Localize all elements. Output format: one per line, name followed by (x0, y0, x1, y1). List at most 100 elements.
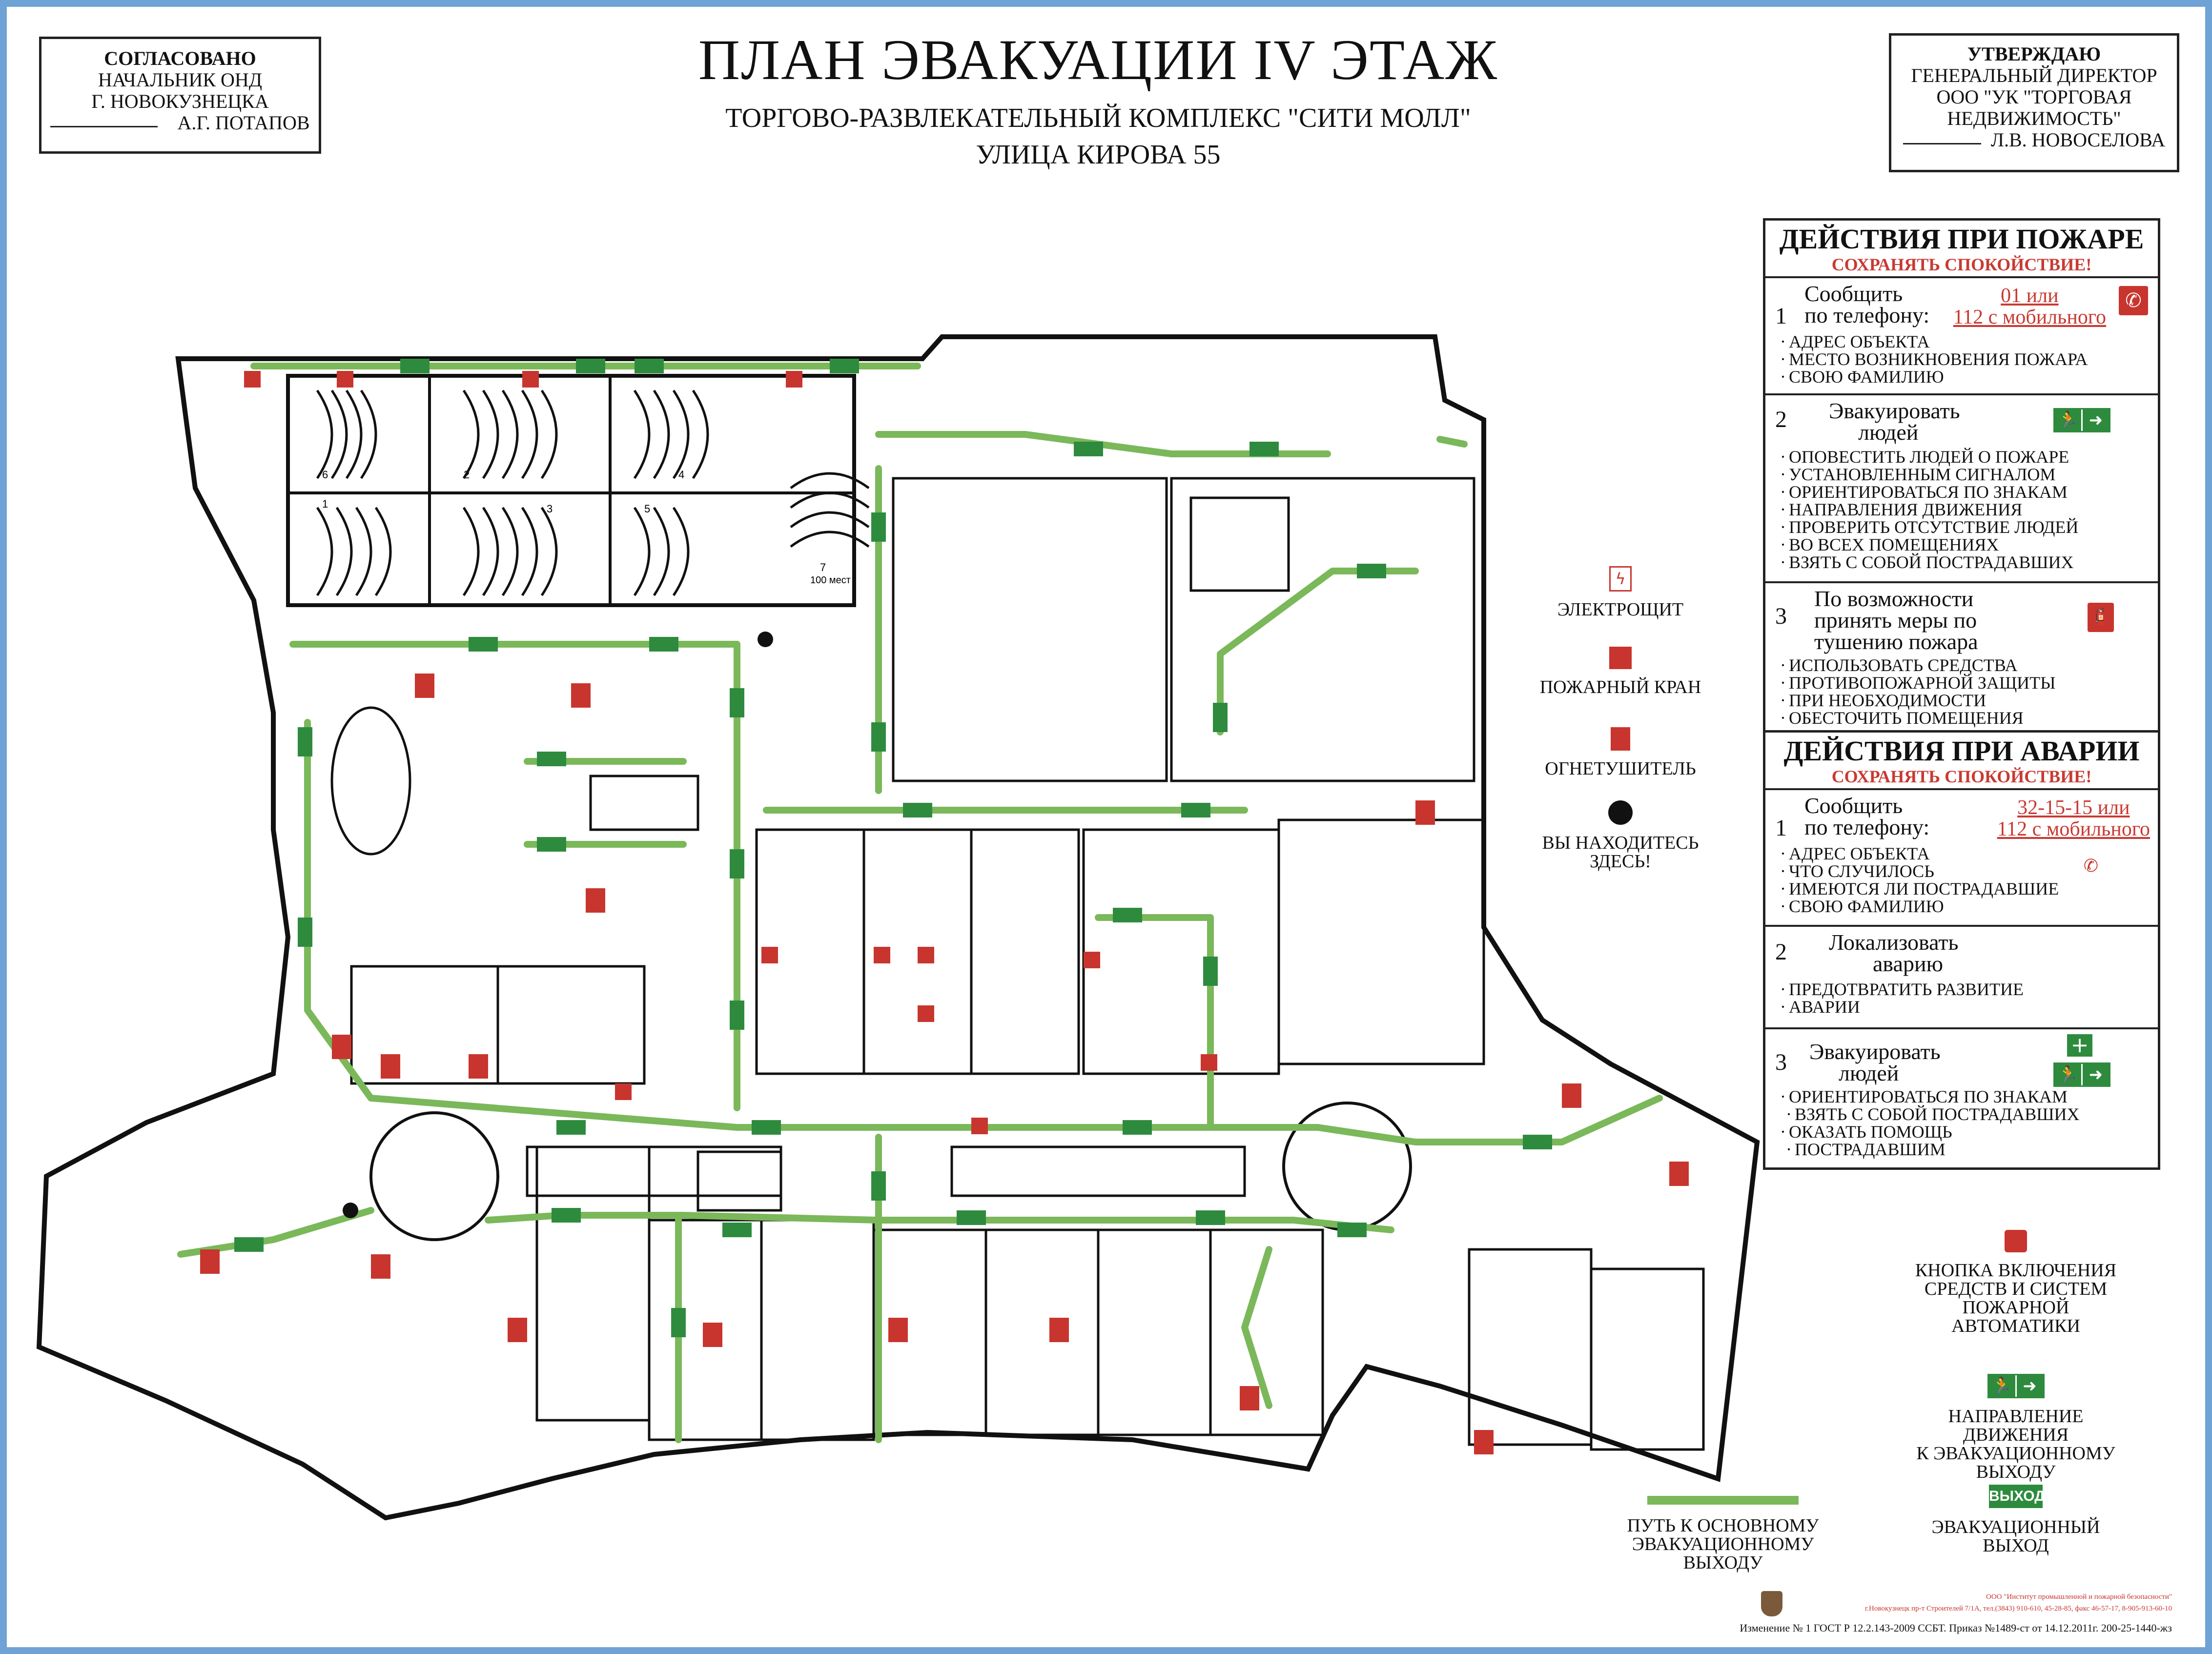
legend-direction-line2: К ЭВАКУАЦИОННОМУ (1916, 1443, 2115, 1464)
legend-exit-line2: ВЫХОД (1983, 1535, 2049, 1556)
fire-step-3-item: ПРИ НЕОБХОДИМОСТИ (1775, 692, 2150, 709)
fire-step-2-item: ВО ВСЕХ ПОМЕЩЕНИЯХ (1775, 536, 2150, 553)
page-address: УЛИЦА КИРОВА 55 (976, 140, 1221, 170)
fire-step-1-head1: Сообщить (1804, 281, 1903, 306)
footer-contacts: г.Новокузнецк пр-т Строителей 7/1А, тел.… (1864, 1605, 2172, 1613)
accident-step-2-item: ПРЕДОТВРАТИТЬ РАЗВИТИЕ (1775, 980, 2150, 998)
legend-extinguisher: ОГНЕТУШИТЕЛЬ (1537, 727, 1703, 778)
approval-right-line2: ООО "УК "ТОРГОВАЯ (1936, 86, 2132, 108)
fire-step-2-head: Эвакуировать людей (1775, 398, 2150, 444)
accident-actions-title: ДЕЙСТВИЯ ПРИ АВАРИИ (1783, 735, 2140, 767)
accident-step-1-head1: Сообщить (1804, 793, 1903, 818)
accident-step-3-number: 3 (1775, 1049, 1787, 1075)
legend-extinguisher-label: ОГНЕТУШИТЕЛЬ (1545, 758, 1696, 779)
approval-left-signature: А.Г. ПОТАПОВ (177, 112, 310, 134)
cinema-seating (316, 389, 870, 596)
accident-step-3-head: Эвакуировать людей (1775, 1041, 2150, 1084)
you-are-here-icon (1608, 800, 1633, 825)
fire-step-3-item: ОБЕСТОЧИТЬ ПОМЕЩЕНИЯ (1775, 709, 2150, 727)
fire-step-1-item: АДРЕС ОБЪЕКТА (1775, 333, 2150, 350)
accident-step-3-head2: людей (1839, 1061, 1899, 1085)
page-title: ПЛАН ЭВАКУАЦИИ IV ЭТАЖ (698, 28, 1498, 92)
fire-step-3-item: ПРОТИВОПОЖАРНОЙ ЗАЩИТЫ (1775, 674, 2150, 692)
accident-step-3-item: ОКАЗАТЬ ПОМОЩЬ (1775, 1123, 2150, 1141)
first-aid-icon: + (2067, 1034, 2092, 1057)
legend-exit-line1: ЭВАКУАЦИОННЫЙ (1931, 1517, 2100, 1537)
accident-step-1-item: ЧТО СЛУЧИЛОСЬ (1775, 862, 2150, 880)
fire-step-2-item: НАПРАВЛЕНИЯ ДВИЖЕНИЯ (1775, 501, 2150, 518)
fire-step-3-head3: тушению пожара (1814, 629, 1978, 654)
accident-phone-1: 32-15-15 или (2017, 796, 2130, 819)
actions-panel: ДЕЙСТВИЯ ПРИ ПОЖАРЕ СОХРАНЯТЬ СПОКОЙСТВИ… (1763, 218, 2160, 1170)
footer-company: ООО "Институт промышленной и пожарной бе… (1986, 1593, 2172, 1601)
fire-step-3-head1: По возможности (1814, 586, 1974, 611)
fire-extinguisher-icon (1611, 727, 1630, 751)
cinema-hall-label: 6 (322, 469, 328, 481)
fire-step-2-item: ОПОВЕСТИТЬ ЛЮДЕЙ О ПОЖАРЕ (1775, 448, 2150, 466)
accident-step-3-item: ВЗЯТЬ С СОБОЙ ПОСТРАДАВШИХ (1775, 1105, 2150, 1123)
approval-right-heading: УТВЕРЖДАЮ (1967, 43, 2101, 65)
accident-step-1-number: 1 (1775, 815, 1787, 841)
approval-right-signature-row: Л.В. НОВОСЕЛОВА (1891, 129, 2177, 151)
approval-right-line1: ГЕНЕРАЛЬНЫЙ ДИРЕКТОР (1911, 64, 2157, 86)
approval-right-line3: НЕДВИЖИМОСТЬ" (1947, 107, 2121, 129)
fire-step-2-item: УСТАНОВЛЕННЫМ СИГНАЛОМ (1775, 466, 2150, 483)
legend-path-line1: ПУТЬ К ОСНОВНОМУ (1627, 1515, 1819, 1536)
fire-hydrant-icon (1609, 647, 1632, 669)
approval-left-signature-row: А.Г. ПОТАПОВ (41, 112, 319, 134)
fire-phone-1: 01 или (2001, 285, 2059, 307)
accident-phone-2: 112 с мобильного (1997, 818, 2150, 840)
fire-step-1-head2: по телефону: (1804, 303, 1930, 327)
accident-step-1-item: ИМЕЮТСЯ ЛИ ПОСТРАДАВШИЕ (1775, 880, 2150, 898)
exit-direction-sign-icon: 🏃➜ (2053, 1062, 2110, 1087)
legend-you-are-here-line1: ВЫ НАХОДИТЕСЬ (1542, 833, 1699, 853)
exit-sign-icon: ВЫХОД (1989, 1485, 2045, 1508)
legend-path-line2: ЭВАКУАЦИОННОМУ (1632, 1534, 1814, 1554)
fire-step-2-item: ОРИЕНТИРОВАТЬСЯ ПО ЗНАКАМ (1775, 483, 2150, 501)
phone-icon: ✆ (2119, 286, 2148, 315)
page-subtitle: ТОРГОВО-РАЗВЛЕКАТЕЛЬНЫЙ КОМПЛЕКС "СИТИ М… (725, 103, 1471, 133)
legend-alarm-line4: АВТОМАТИКИ (1951, 1316, 2080, 1336)
accident-step-2-head: Локализовать аварию (1775, 930, 2150, 975)
accident-calm-note: СОХРАНЯТЬ СПОКОЙСТВИЕ! (1831, 767, 2092, 786)
footer-logo-icon (1761, 1591, 1782, 1616)
fire-step-2-item: ВЗЯТЬ С СОБОЙ ПОСТРАДАВШИХ (1775, 553, 2150, 571)
legend-you-are-here: ВЫ НАХОДИТЕСЬ ЗДЕСЬ! (1537, 800, 1703, 871)
legend-path-line3: ВЫХОДУ (1683, 1552, 1763, 1573)
fire-step-1-number: 1 (1775, 303, 1787, 329)
accident-step-3: 3 Эвакуировать людей + 🏃➜ ОРИЕНТИРОВАТЬС… (1765, 1027, 2158, 1158)
legend-direction-line3: ВЫХОДУ (1976, 1462, 2056, 1482)
cinema-block (286, 374, 856, 607)
footer-standard: Изменение № 1 ГОСТ Р 12.2.143-2009 ССБТ.… (1740, 1622, 2172, 1634)
cinema-hall-seats: 100 мест (810, 575, 851, 586)
legend-panel-label: ЭЛЕКТРОЩИТ (1557, 599, 1684, 620)
fire-step-3: 3 По возможности принять меры по тушению… (1765, 581, 2158, 730)
accident-step-2: 2 Локализовать аварию ПРЕДОТВРАТИТЬ РАЗВ… (1765, 925, 2158, 1027)
legend-panel: ϟ ЭЛЕКТРОЩИТ (1537, 566, 1703, 619)
fire-step-3-head: По возможности принять меры по тушению п… (1775, 588, 2150, 653)
accident-step-2-head1: Локализовать (1829, 930, 1959, 955)
cinema-hall-label: 7 (820, 561, 826, 573)
phone-icon: ✆ (2078, 853, 2104, 879)
legend-alarm-line2: СРЕДСТВ И СИСТЕМ (1924, 1279, 2108, 1299)
escalator-atrium (369, 1111, 499, 1241)
evacuation-path-swatch (1647, 1496, 1799, 1505)
accident-step-2-number: 2 (1775, 939, 1787, 965)
plan-exit-signs (234, 359, 1552, 1337)
you-are-here-marker (758, 632, 773, 647)
plan-fire-equipment (200, 371, 1689, 1454)
fire-actions-title: ДЕЙСТВИЯ ПРИ ПОЖАРЕ (1779, 223, 2144, 255)
approval-right-signature: Л.В. НОВОСЕЛОВА (1990, 129, 2166, 151)
fire-step-2-number: 2 (1775, 407, 1787, 432)
approval-left-line2: Г. НОВОКУЗНЕЦКА (91, 90, 269, 112)
fire-step-2-head1: Эвакуировать (1829, 398, 1960, 423)
legend-path: ПУТЬ К ОСНОВНОМУ ЭВАКУАЦИОННОМУ ВЫХОДУ (1611, 1496, 1835, 1572)
fire-calm-note: СОХРАНЯТЬ СПОКОЙСТВИЕ! (1831, 255, 2092, 274)
you-are-here-marker (343, 1203, 358, 1218)
accident-step-1-head2: по телефону: (1804, 815, 1930, 839)
